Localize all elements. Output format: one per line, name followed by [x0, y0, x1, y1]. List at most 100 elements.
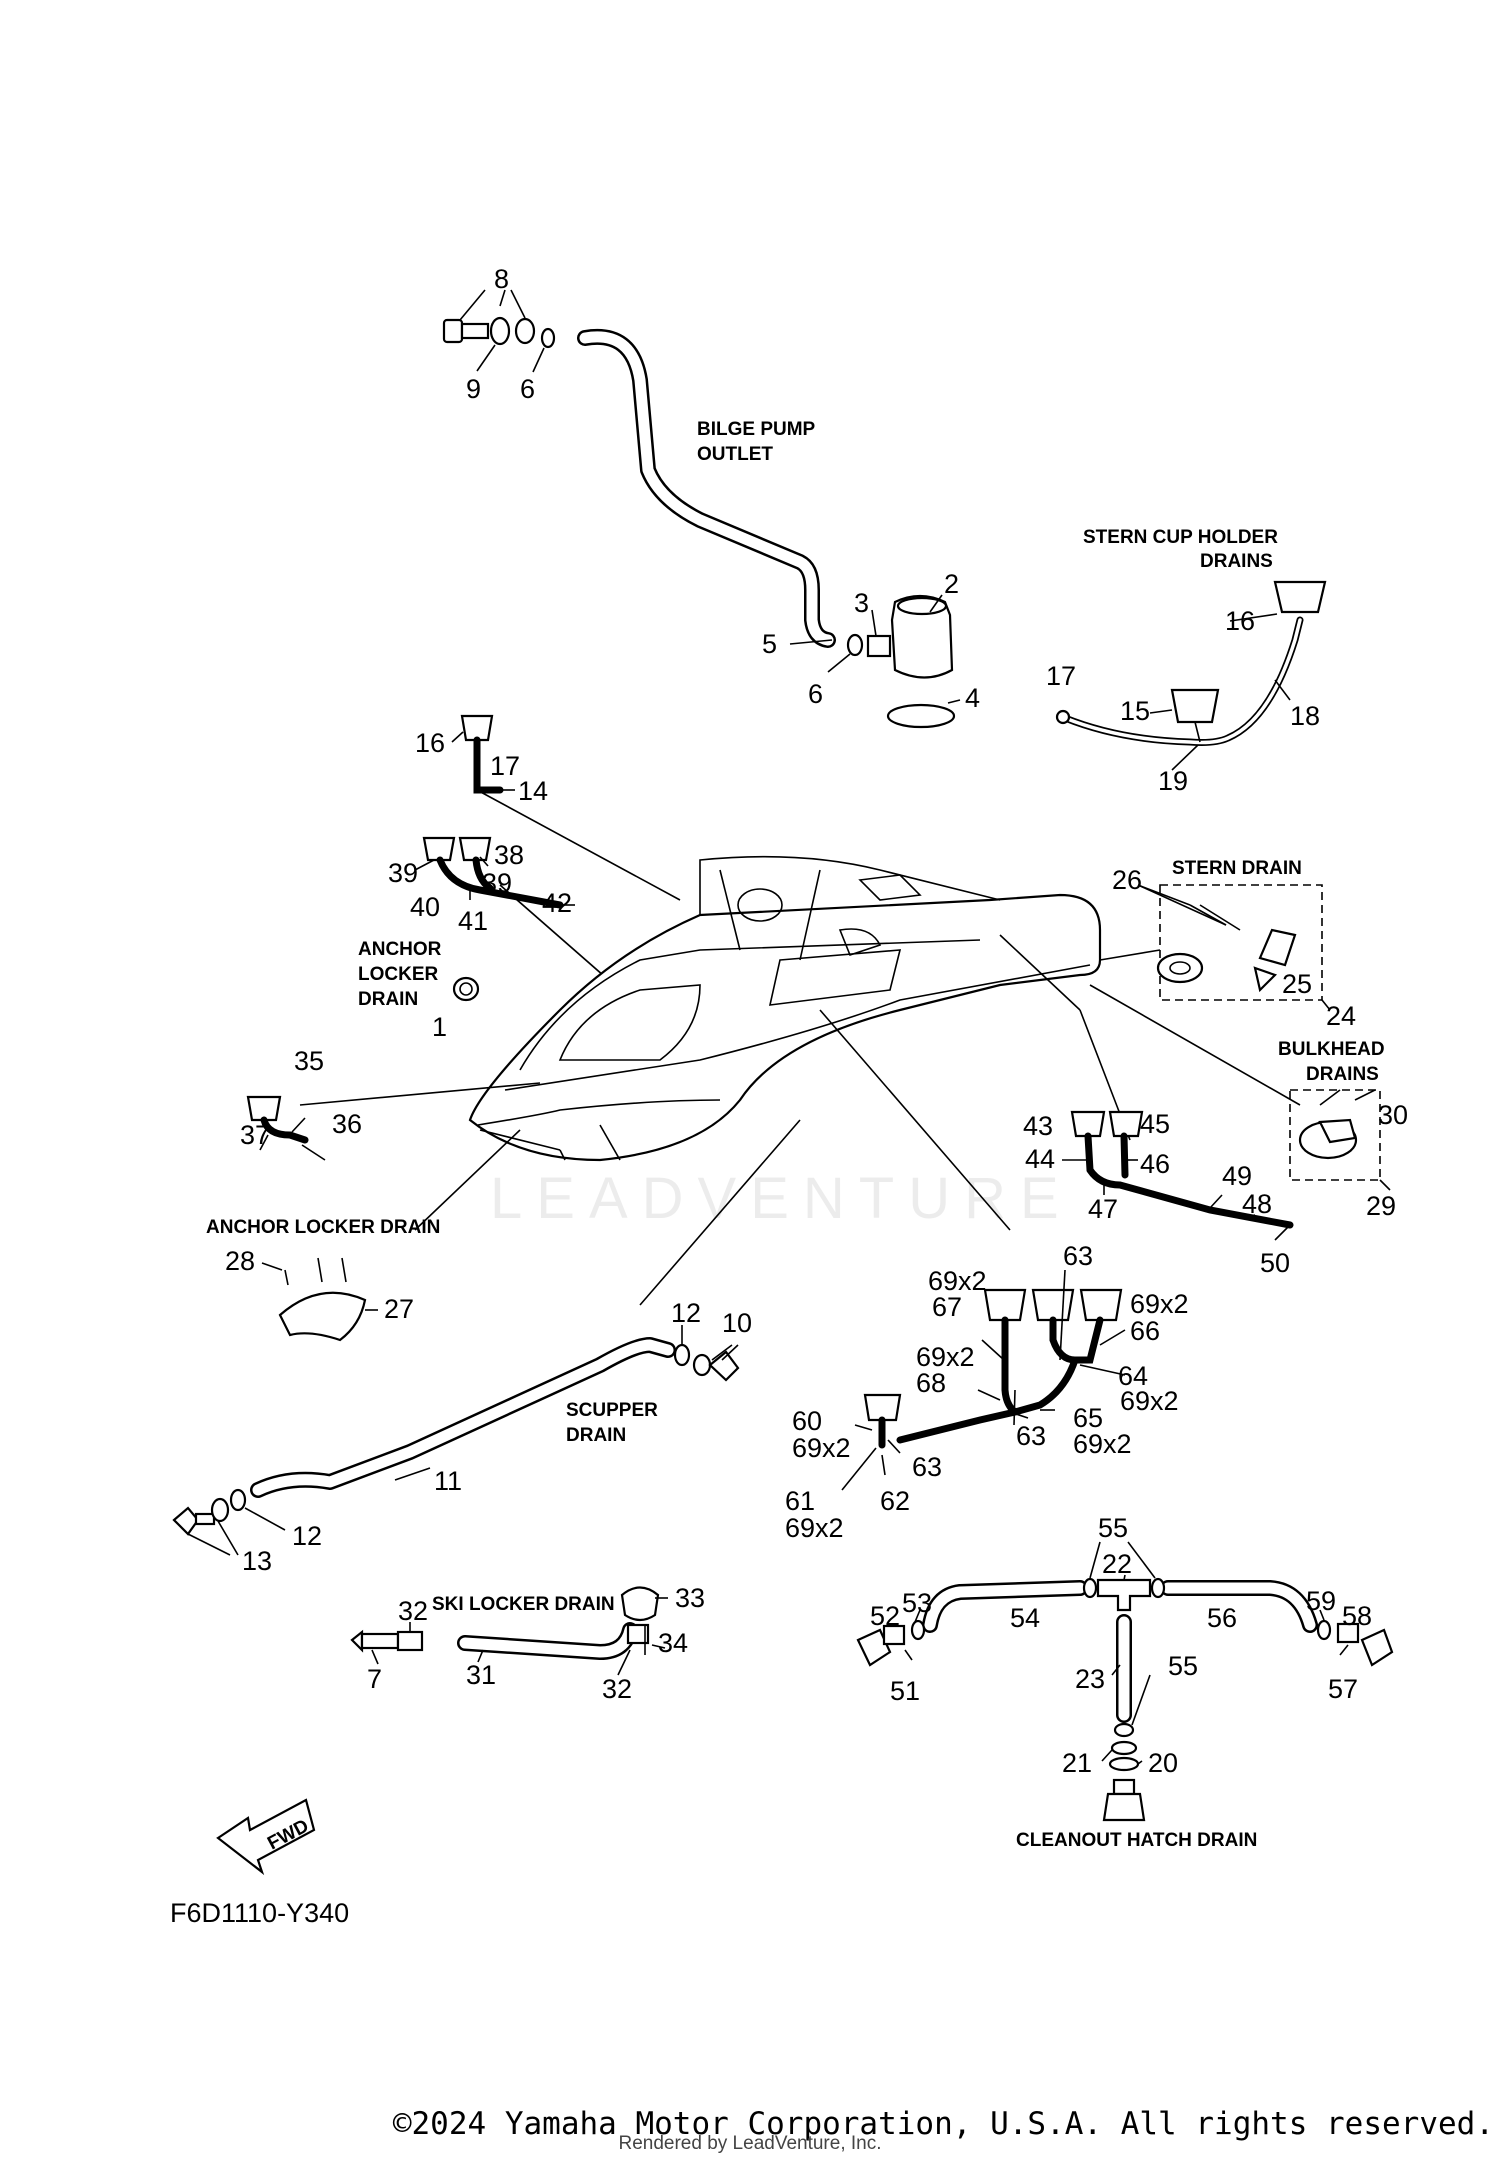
drain-plug-part-25[interactable] — [1258, 928, 1297, 967]
callout-41: 41 — [458, 906, 488, 936]
callout-44: 44 — [1025, 1144, 1055, 1174]
clamp-part-53[interactable] — [910, 1619, 926, 1641]
clamp-part-6b[interactable] — [846, 633, 864, 657]
cup-holder-part-38a[interactable] — [422, 836, 456, 862]
drain-tube-41[interactable] — [436, 856, 564, 909]
clamp-part-59[interactable] — [1316, 1619, 1332, 1641]
callout-69x2-g: 69x2 — [785, 1513, 844, 1543]
pump-nozzle-part-3[interactable] — [866, 634, 892, 658]
drain-cover-part-24[interactable] — [1156, 952, 1204, 984]
forward-direction-icon — [216, 1798, 316, 1876]
drain-tube-49[interactable] — [1084, 1132, 1294, 1229]
callout-65: 65 — [1073, 1403, 1103, 1433]
drain-plug-part-33[interactable] — [620, 1586, 660, 1622]
caption-anchor-locker-2: LOCKER — [358, 964, 439, 985]
clamp-part-6[interactable] — [540, 327, 556, 349]
clamp-part-55b[interactable] — [1150, 1577, 1166, 1599]
drain-fitting-part-7[interactable] — [350, 1629, 364, 1653]
callout-45: 45 — [1140, 1109, 1170, 1139]
stern-drain-frame — [1159, 884, 1323, 1001]
callout-16a: 16 — [415, 728, 445, 758]
callout-51: 51 — [890, 1676, 920, 1706]
callout-20: 20 — [1148, 1748, 1178, 1778]
drain-tube-36[interactable] — [260, 1116, 309, 1144]
callout-64: 64 — [1118, 1361, 1148, 1391]
drain-fitting-57[interactable] — [1360, 1628, 1394, 1667]
drain-fitting-51[interactable] — [856, 1628, 892, 1667]
bow-cup-drain-group — [451, 714, 681, 901]
callout-15: 15 — [1120, 696, 1150, 726]
drain-cover-part-27[interactable] — [278, 1291, 367, 1342]
drain-plug-part-1[interactable] — [452, 976, 480, 1002]
captions: BILGE PUMP OUTLET STERN CUP HOLDER DRAIN… — [206, 419, 1385, 1851]
nut-part-8[interactable] — [514, 317, 536, 345]
caption-bilge-pump-outlet: BILGE PUMP — [697, 419, 816, 440]
outlet-fitting-part[interactable] — [442, 318, 464, 344]
callout-49: 49 — [1222, 1161, 1252, 1191]
scupper-fitting-13[interactable] — [172, 1506, 200, 1536]
callout-18: 18 — [1290, 701, 1320, 731]
scupper-fitting-10[interactable] — [708, 1350, 740, 1382]
callout-54: 54 — [1010, 1603, 1040, 1633]
callout-53: 53 — [902, 1588, 932, 1618]
cup-holder-group-60 — [841, 1269, 1126, 1491]
copyright-notice: ©2024 Yamaha Motor Corporation, U.S.A. A… — [0, 2106, 1500, 2142]
washer-part-10[interactable] — [692, 1353, 712, 1377]
cup-holder-part-15[interactable] — [1170, 688, 1220, 724]
callout-6: 6 — [520, 374, 535, 404]
callout-60: 60 — [792, 1406, 822, 1436]
clamp-part-12a[interactable] — [673, 1343, 691, 1367]
cup-holder-hose-18[interactable] — [1061, 616, 1304, 746]
stern-cup-holder-group — [1055, 580, 1327, 771]
callout-61: 61 — [785, 1486, 815, 1516]
callout-4: 4 — [965, 683, 980, 713]
callout-63c: 63 — [912, 1452, 942, 1482]
hull-outline — [468, 893, 1102, 1162]
cup-holder-part-60[interactable] — [863, 1393, 902, 1422]
caption-scupper-2: DRAIN — [566, 1425, 626, 1446]
callout-6b: 6 — [808, 679, 823, 709]
cup-holder-part-66[interactable] — [1079, 1288, 1123, 1322]
callout-39a: 39 — [388, 858, 418, 888]
cup-holder-part-63[interactable] — [1031, 1288, 1075, 1322]
cup-holder-part-38b[interactable] — [458, 836, 492, 862]
callout-32a: 32 — [398, 1596, 428, 1626]
callout-12a: 12 — [671, 1298, 701, 1328]
callout-52: 52 — [870, 1601, 900, 1631]
callout-68: 68 — [916, 1368, 946, 1398]
washer-part-13[interactable] — [210, 1497, 230, 1523]
drain-fitting-hatch[interactable] — [1102, 1792, 1146, 1822]
clamp-part-55c[interactable] — [1113, 1722, 1135, 1738]
cup-holder-part-37[interactable] — [246, 1095, 282, 1122]
callout-10: 10 — [722, 1308, 752, 1338]
callout-16b: 16 — [1225, 606, 1255, 636]
callout-37: 37 — [240, 1120, 270, 1150]
clamp-part-12b[interactable] — [229, 1488, 247, 1512]
outlet-fitting-stem — [460, 322, 490, 340]
clamp-part-55a[interactable] — [1082, 1577, 1098, 1599]
washer-part-58[interactable] — [1336, 1622, 1360, 1644]
drain-tube-65[interactable] — [896, 1356, 1079, 1444]
pump-strainer-part-4[interactable] — [886, 703, 956, 729]
bilge-pump-part-2[interactable] — [890, 594, 954, 679]
cup-holder-part-16[interactable] — [1273, 580, 1327, 614]
clamp-part-32a[interactable] — [396, 1630, 424, 1652]
cup-holder-part-16a[interactable] — [460, 714, 494, 742]
callout-57: 57 — [1328, 1674, 1358, 1704]
tee-fitting-22[interactable] — [1096, 1578, 1152, 1612]
bulkhead-drains-box — [1289, 1089, 1391, 1191]
cup-holder-part-45[interactable] — [1108, 1110, 1144, 1138]
washer-part-52[interactable] — [882, 1624, 906, 1646]
nut-part-21[interactable] — [1110, 1740, 1138, 1756]
bilge-outlet-hose[interactable] — [577, 328, 836, 648]
hose-end-17[interactable] — [1055, 709, 1071, 725]
cup-holder-part-43[interactable] — [1070, 1110, 1106, 1138]
callout-11: 11 — [434, 1466, 462, 1496]
callout-5: 5 — [762, 629, 777, 659]
callout-21: 21 — [1062, 1748, 1092, 1778]
washer-part-9[interactable] — [489, 316, 511, 346]
cup-holder-part-67[interactable] — [983, 1288, 1027, 1322]
washer-part-20[interactable] — [1108, 1756, 1140, 1772]
clamp-part-32b[interactable] — [626, 1623, 650, 1645]
rendered-by-text: Rendered by LeadVenture, Inc. — [618, 2133, 882, 2154]
